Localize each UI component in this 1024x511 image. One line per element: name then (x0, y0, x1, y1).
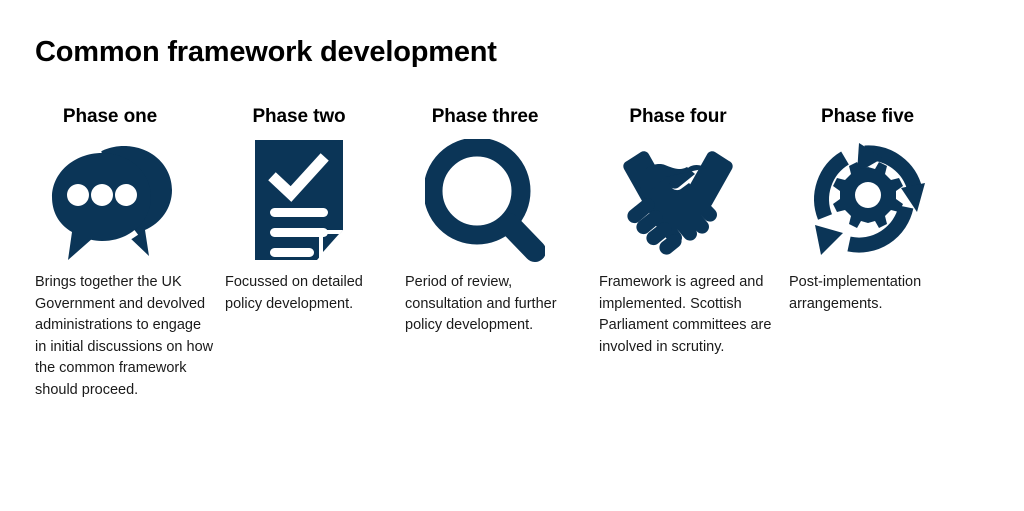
phase-column-three: Phase three Period of review, consultati… (385, 104, 582, 337)
phase-two-heading: Phase two (252, 106, 346, 127)
phase-two-body: Focussed on detailed policy development. (225, 274, 363, 312)
phase-five-body: Post-implementation arrangements. (789, 274, 922, 312)
phase-one-body: Brings together the UK Government and de… (35, 274, 214, 398)
magnifying-glass-icon (405, 130, 565, 270)
phase-four-heading: Phase four (629, 106, 727, 127)
phase-column-two: Phase two Focussed on detailed policy de… (195, 104, 385, 315)
phase-three-heading: Phase three (431, 106, 539, 127)
page-title: Common framework development (35, 36, 497, 68)
cycle-gear-icon (789, 130, 946, 270)
phase-column-one: Phase one Brings together the UK Governm… (0, 104, 213, 401)
phase-column-four: Phase four (582, 104, 777, 358)
phase-four-body: Framework is agreed and implemented. Sco… (599, 274, 772, 355)
speech-bubbles-icon (35, 130, 185, 270)
document-checklist-icon (225, 130, 373, 270)
handshake-icon (599, 130, 757, 270)
phase-three-body: Period of review, consultation and furth… (405, 274, 557, 333)
phase-five-heading: Phase five (821, 106, 914, 127)
phase-one-heading: Phase one (62, 106, 158, 127)
phase-column-five: Phase five (777, 104, 1024, 315)
phase-columns: Phase one Brings together the UK Governm… (0, 104, 1024, 401)
